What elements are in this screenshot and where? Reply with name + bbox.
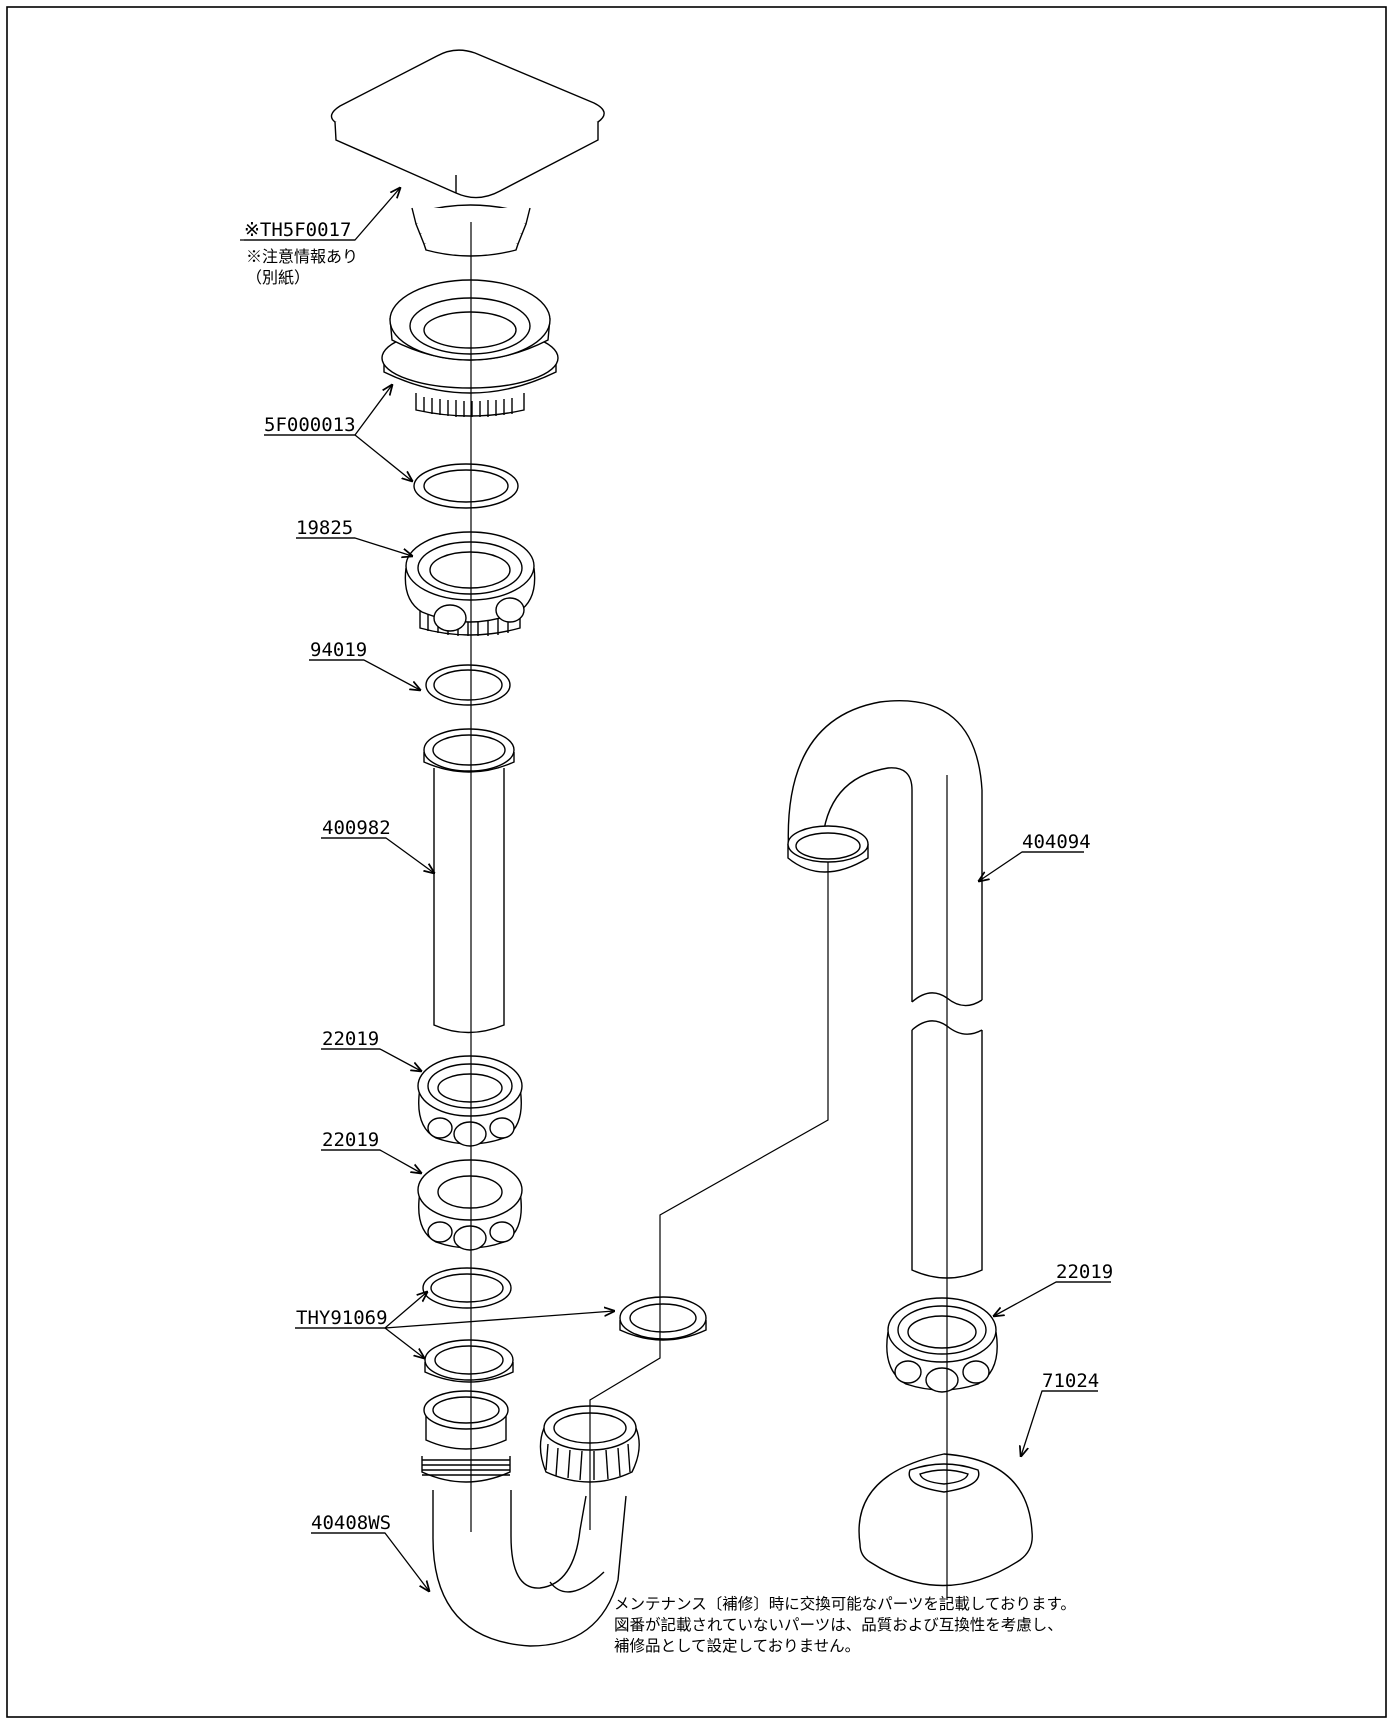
label-nut-22019-a: 22019 <box>322 1028 379 1050</box>
label-body-part-no: 5F000013 <box>264 414 356 436</box>
connection-line <box>589 862 829 1416</box>
drain-body <box>381 279 559 417</box>
nut-19825 <box>404 531 536 636</box>
label-nut-19825: 19825 <box>296 517 353 539</box>
wall-pipe-404094 <box>787 700 983 1279</box>
footer-note-line-3: 補修品として設定しておりません。 <box>614 1637 860 1655</box>
label-washer-94019: 94019 <box>310 639 367 661</box>
nut-22019-wall <box>886 1297 998 1393</box>
label-flange-71024: 71024 <box>1042 1370 1099 1392</box>
nut-22019-b <box>417 1159 523 1251</box>
s-trap-40408ws <box>421 1390 640 1647</box>
label-cap-part-no: ※TH5F0017 <box>244 219 351 241</box>
gasket-thy91069-upper <box>422 1267 512 1309</box>
body-gasket <box>413 463 519 509</box>
label-tailpipe-400982: 400982 <box>322 817 391 839</box>
drain-cap <box>330 49 605 257</box>
washer-94019 <box>425 664 511 706</box>
tailpipe-400982 <box>423 728 515 1034</box>
label-gasket-thy91069: THY91069 <box>296 1307 388 1329</box>
footer-note-line-2: 図番が記載されていないパーツは、品質および互換性を考慮し、 <box>614 1616 1063 1634</box>
nut-22019-a <box>417 1055 523 1147</box>
label-cap-note-1: ※注意情報あり <box>246 247 358 266</box>
footer-note-line-1: メンテナンス〔補修〕時に交換可能なパーツを記載しております。 <box>614 1595 1076 1613</box>
gasket-thy91069-lower <box>424 1339 514 1383</box>
drawing-frame <box>6 6 1387 1718</box>
gasket-thy91069-right <box>619 1296 707 1341</box>
label-nut-22019-wall: 22019 <box>1056 1261 1113 1283</box>
label-nut-22019-b: 22019 <box>322 1129 379 1151</box>
label-trap-40408ws: 40408WS <box>311 1512 391 1534</box>
flange-71024 <box>858 1453 1033 1587</box>
label-cap-note-2: （別紙） <box>246 268 310 287</box>
label-wall-pipe-404094: 404094 <box>1022 831 1091 853</box>
